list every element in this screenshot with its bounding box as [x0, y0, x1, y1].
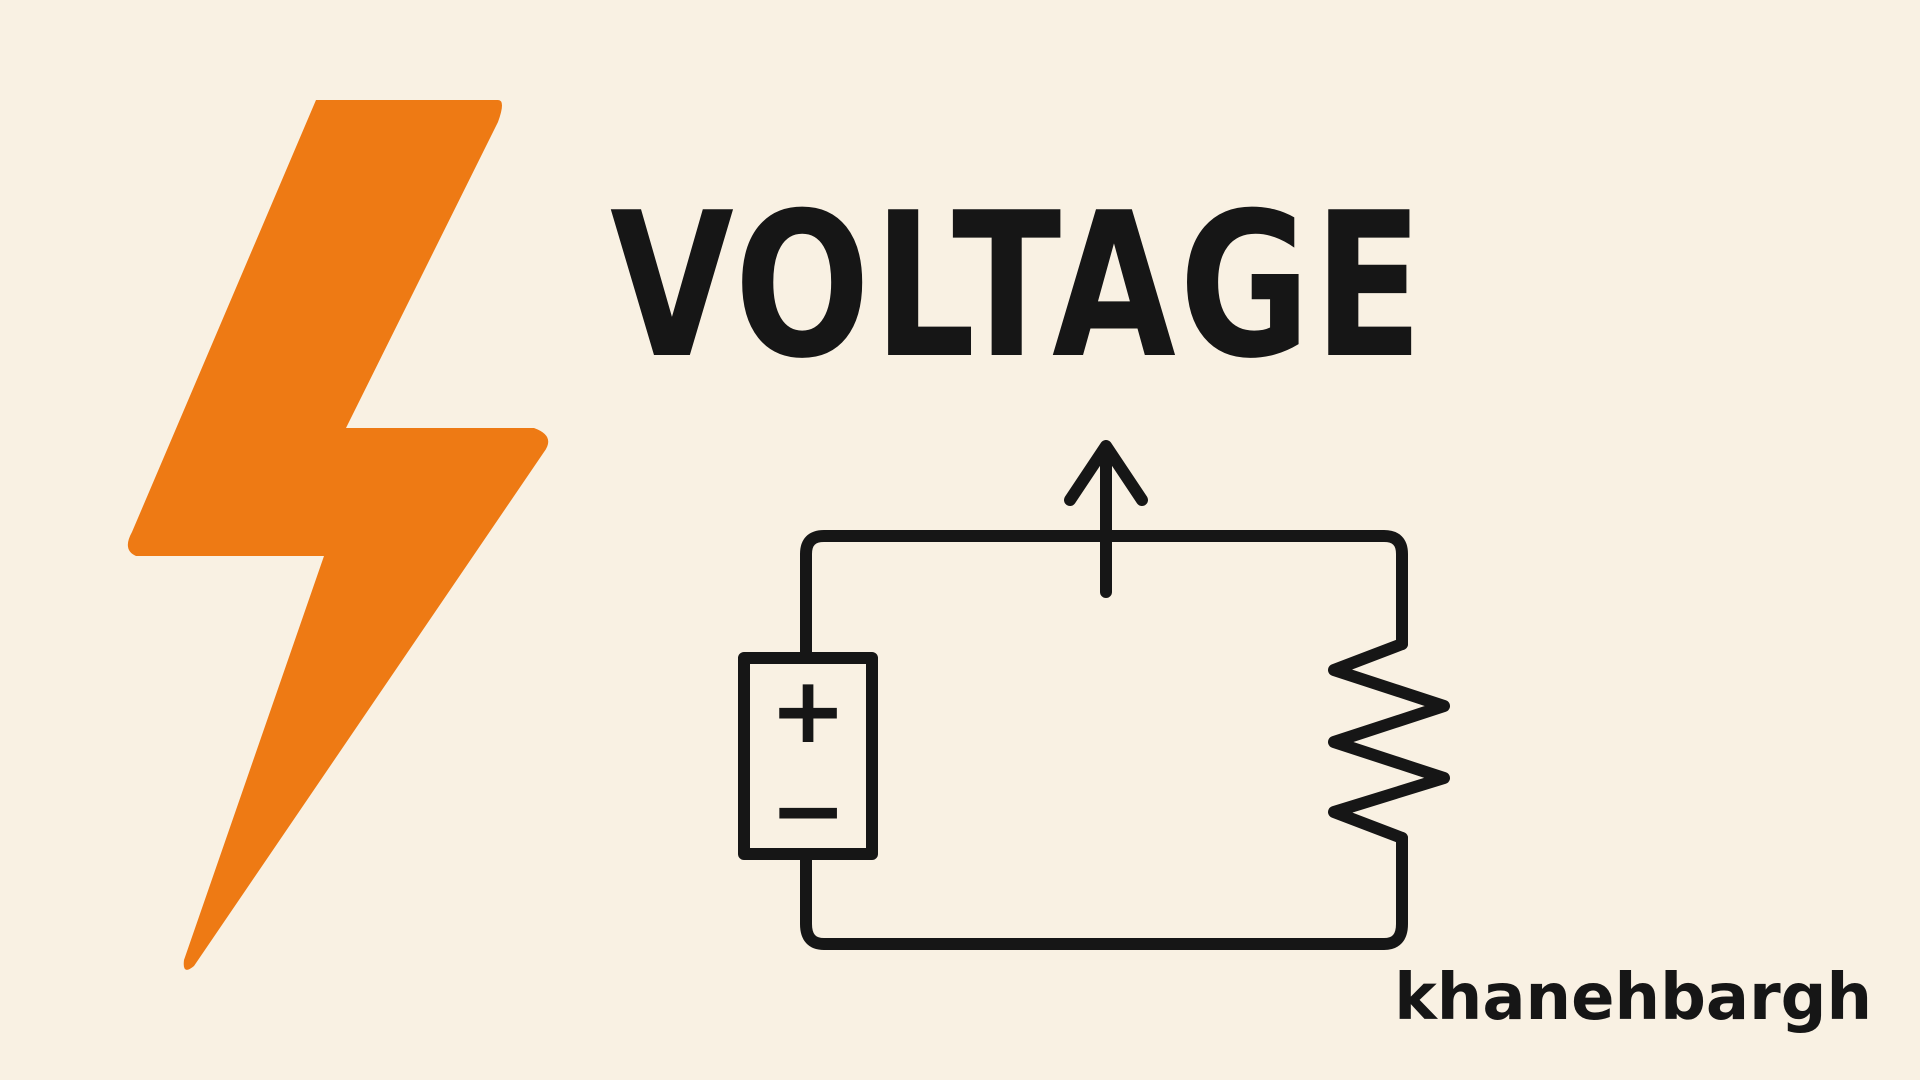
battery-icon: [738, 652, 878, 860]
brand-logo: khanehbargh: [1394, 961, 1872, 1035]
arrow-up-icon: [1064, 440, 1148, 598]
page-title: VOLTAGE: [610, 170, 1427, 403]
resistor-icon: [1328, 638, 1450, 844]
lightning-bolt-icon: [127, 100, 549, 970]
circuit-wire: [800, 832, 1408, 950]
battery-minus-sign: −: [769, 757, 846, 864]
battery-plus-sign: +: [769, 657, 846, 764]
circuit-diagram: [738, 440, 1450, 950]
